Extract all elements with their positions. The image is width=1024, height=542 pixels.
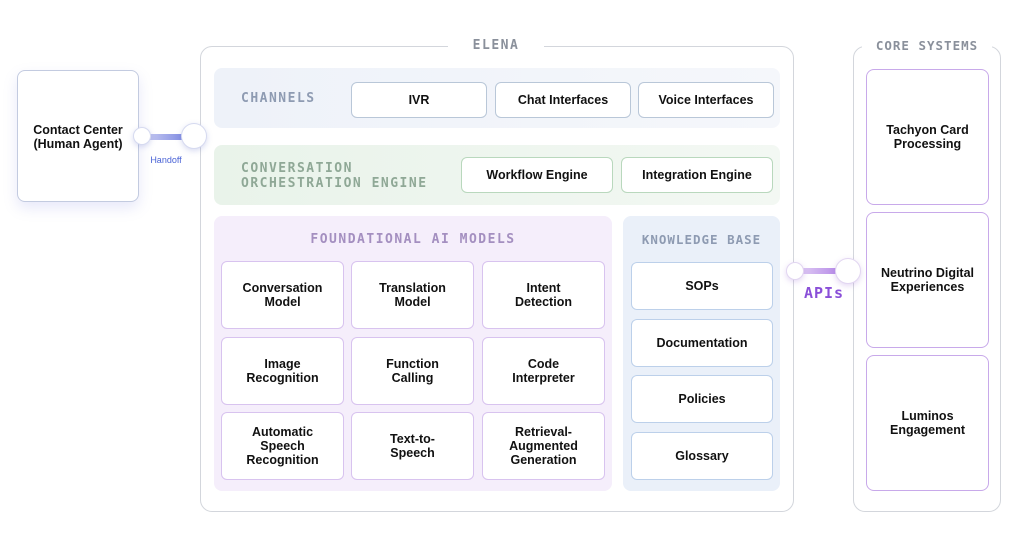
handoff-node-left	[133, 127, 151, 145]
model-speech-recognition: Automatic Speech Recognition	[221, 412, 344, 480]
models-title: FOUNDATIONAL AI MODELS	[310, 232, 516, 247]
knowledge-sops: SOPs	[631, 262, 773, 310]
channel-ivr: IVR	[351, 82, 487, 118]
channel-voice: Voice Interfaces	[638, 82, 774, 118]
elena-title: ELENA	[448, 38, 544, 54]
model-conversation: Conversation Model	[221, 261, 344, 329]
apis-node-left	[786, 262, 804, 280]
model-translation: Translation Model	[351, 261, 474, 329]
model-text-to-speech: Text-to- Speech	[351, 412, 474, 480]
model-image-recognition: Image Recognition	[221, 337, 344, 405]
apis-node-right	[835, 258, 861, 284]
knowledge-title: KNOWLEDGE BASE	[641, 232, 762, 247]
apis-connector	[796, 268, 852, 274]
orchestration-workflow: Workflow Engine	[461, 157, 613, 193]
core-systems-title: CORE SYSTEMS	[862, 38, 992, 54]
orchestration-integration: Integration Engine	[621, 157, 773, 193]
knowledge-glossary: Glossary	[631, 432, 773, 480]
model-rag: Retrieval- Augmented Generation	[482, 412, 605, 480]
handoff-node-right	[181, 123, 207, 149]
model-intent-detection: Intent Detection	[482, 261, 605, 329]
core-item-tachyon: Tachyon Card Processing	[866, 69, 989, 205]
contact-center-box: Contact Center (Human Agent)	[17, 70, 139, 202]
handoff-label: Handoff	[150, 155, 182, 165]
orchestration-title: CONVERSATION ORCHESTRATION ENGINE	[241, 161, 428, 191]
model-code-interpreter: Code Interpreter	[482, 337, 605, 405]
core-item-luminos: Luminos Engagement	[866, 355, 989, 491]
core-item-neutrino: Neutrino Digital Experiences	[866, 212, 989, 348]
handoff-connector	[145, 134, 197, 140]
knowledge-documentation: Documentation	[631, 319, 773, 367]
channels-title: CHANNELS	[241, 91, 316, 106]
apis-label: APIs	[803, 284, 845, 302]
channel-chat: Chat Interfaces	[495, 82, 631, 118]
model-function-calling: Function Calling	[351, 337, 474, 405]
knowledge-policies: Policies	[631, 375, 773, 423]
